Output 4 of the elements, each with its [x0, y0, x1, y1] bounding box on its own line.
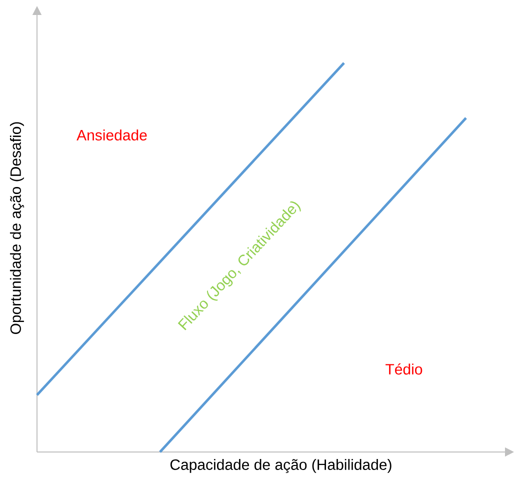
axis-label: Capacidade de ação (Habilidade): [170, 458, 392, 474]
region-label: Tédio: [386, 363, 422, 375]
axis-label: Oportunidade de ação (Desafio): [10, 122, 24, 334]
region-label: Ansiedade: [76, 129, 147, 140]
